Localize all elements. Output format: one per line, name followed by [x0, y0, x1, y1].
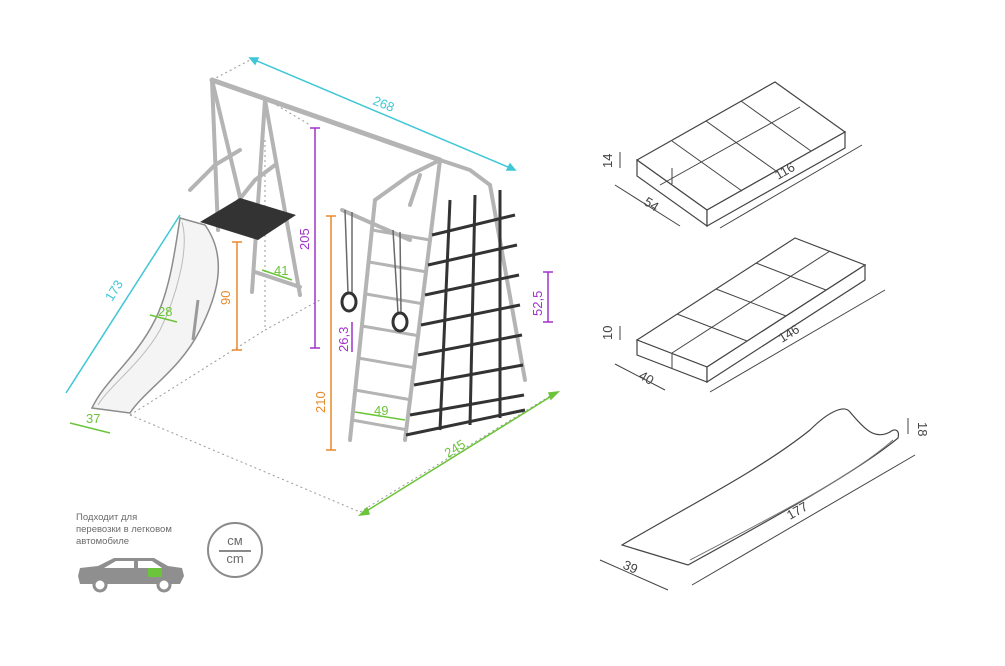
dim-platform-height — [232, 241, 242, 351]
car-icon — [78, 558, 184, 593]
dim-ladder-width — [354, 411, 406, 421]
dim-total-depth — [357, 391, 561, 516]
slide — [90, 217, 220, 414]
platform-deck — [200, 198, 296, 240]
dim-net-height — [543, 271, 553, 323]
note-line-1: Подходит для — [76, 512, 138, 523]
unit-cm-icon: cм cm — [207, 522, 263, 578]
package-slide: 18 39 177 — [599, 408, 930, 591]
platform-frame — [188, 78, 302, 297]
dim-frame-height — [310, 127, 320, 349]
unit-label-top: cм — [227, 533, 243, 548]
climbing-frame — [340, 157, 527, 442]
unit-divider — [219, 550, 251, 552]
label-frame-height: 205 — [297, 228, 312, 250]
box-1-height: 14 — [600, 154, 615, 168]
label-ring-spacing: 26,3 — [336, 327, 351, 352]
dim-slide-length — [65, 214, 181, 394]
box-1-width: 54 — [641, 194, 661, 214]
label-total-depth: 245 — [442, 436, 468, 460]
climbing-net — [405, 190, 526, 437]
ladder-rungs — [351, 228, 431, 432]
label-slide-length: 173 — [102, 277, 126, 303]
package-box-1: 14 54 116 — [600, 81, 863, 229]
label-total-width: 268 — [371, 93, 397, 115]
note-line-3: автомобиле — [76, 536, 130, 547]
slide-pkg-height: 18 — [915, 422, 930, 436]
box-2-height: 10 — [600, 326, 615, 340]
slide-pkg-width: 39 — [621, 557, 640, 577]
crossbar — [209, 77, 443, 163]
unit-label-bottom: cm — [226, 551, 244, 566]
dim-platform-depth — [261, 269, 293, 281]
dim-total-width — [248, 57, 517, 171]
gymnastic-rings — [340, 209, 409, 333]
dim-slide-foot — [69, 422, 111, 434]
box-2-width: 40 — [637, 368, 657, 388]
label-slide-width: 28 — [158, 304, 172, 319]
label-platform-depth: 41 — [274, 263, 288, 278]
label-net-height: 52,5 — [530, 291, 545, 316]
transport-note: Подходит для перевозки в легковом автомо… — [76, 512, 206, 548]
label-slide-foot: 37 — [86, 411, 100, 426]
label-ladder-width: 49 — [374, 403, 388, 418]
dim-slide-width — [149, 314, 178, 323]
note-line-2: перевозки в легковом — [76, 524, 172, 535]
package-box-2: 10 40 146 — [600, 237, 886, 393]
dim-crossbar-height — [326, 215, 336, 451]
label-platform-height: 90 — [218, 291, 233, 305]
label-crossbar-height: 210 — [313, 391, 328, 413]
